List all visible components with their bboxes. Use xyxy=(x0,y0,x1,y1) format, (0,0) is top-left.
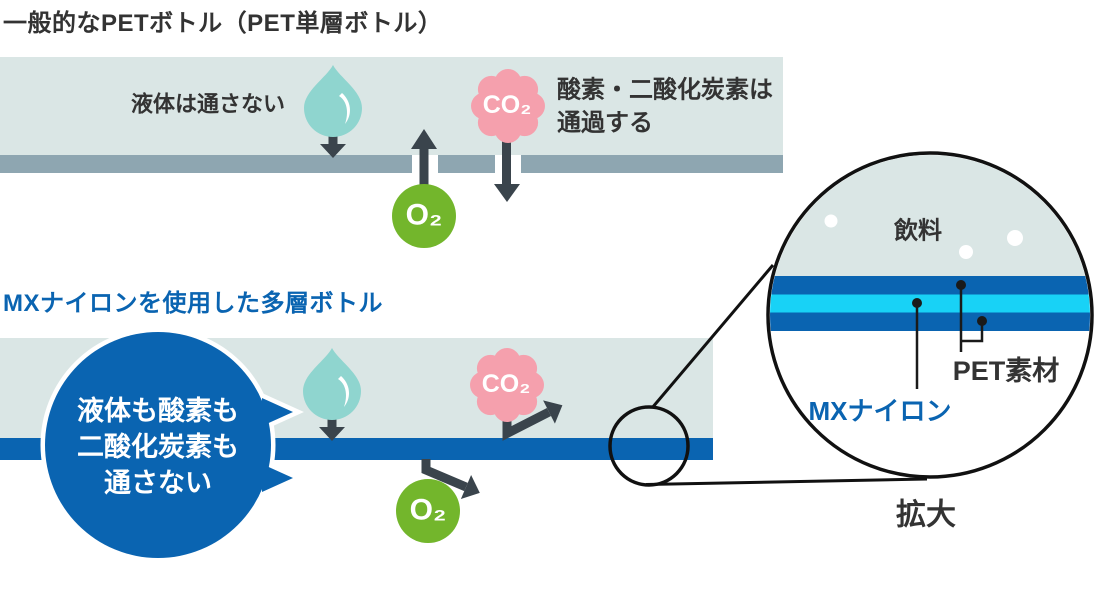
layer-marker-dot xyxy=(956,280,966,290)
layer-marker-dot xyxy=(977,316,987,326)
bubble-line-2: 二酸化炭素も xyxy=(77,432,239,462)
oxygen-pass-arrow-icon xyxy=(411,129,437,188)
pet-inner-layer xyxy=(770,312,1090,331)
pet-outer-layer xyxy=(770,276,1090,295)
gas-pass-label-line1: 酸素・二酸化炭素は xyxy=(557,76,773,104)
o2-label2: O₂ xyxy=(410,494,447,527)
oxygen-deflect-arrow-icon xyxy=(421,459,480,499)
magnifier-connector-line-top xyxy=(650,264,775,409)
gas-pass-label-line2: 通過する xyxy=(557,110,653,137)
bubble-dot xyxy=(1007,230,1023,246)
mx-nylon-layer xyxy=(770,294,1090,313)
co2-label: CO₂ xyxy=(483,91,532,119)
co2-label2: CO₂ xyxy=(482,370,531,398)
beverage-area xyxy=(770,155,1090,277)
bubble-dot xyxy=(824,214,838,228)
o2-label: O₂ xyxy=(406,199,443,232)
liquid-blocked-label: 液体は通さない xyxy=(131,92,285,117)
bubble-dot xyxy=(959,245,973,259)
pet-leader-line xyxy=(961,321,984,343)
single-layer-headspace xyxy=(0,57,783,155)
multilayer-title: MXナイロンを使用した多層ボトル xyxy=(3,290,383,317)
co2-pass-arrow-icon xyxy=(494,136,520,202)
magnifier-source-circle xyxy=(608,405,690,487)
barrier-callout-bubble: 液体も酸素も 二酸化炭素も 通さない xyxy=(40,327,304,563)
pet-single-wall xyxy=(0,155,783,173)
single-layer-title: 一般的なPETボトル（PET単層ボトル） xyxy=(3,10,443,37)
magnifier-connector-line-bottom xyxy=(645,477,928,486)
beverage-label: 飲料 xyxy=(893,217,942,245)
bubble-line-3: 通さない xyxy=(104,468,212,498)
o2-molecule2-icon xyxy=(396,479,460,543)
layer-leader-lines xyxy=(915,285,984,389)
zoom-label: 拡大 xyxy=(896,499,956,532)
bubble-line-1: 液体も酸素も xyxy=(77,396,239,426)
layer-marker-dot xyxy=(912,298,922,308)
mx-nylon-label: MXナイロン xyxy=(808,396,951,426)
pet-material-label: PET素材 xyxy=(953,356,1060,386)
o2-molecule-icon xyxy=(392,184,456,248)
